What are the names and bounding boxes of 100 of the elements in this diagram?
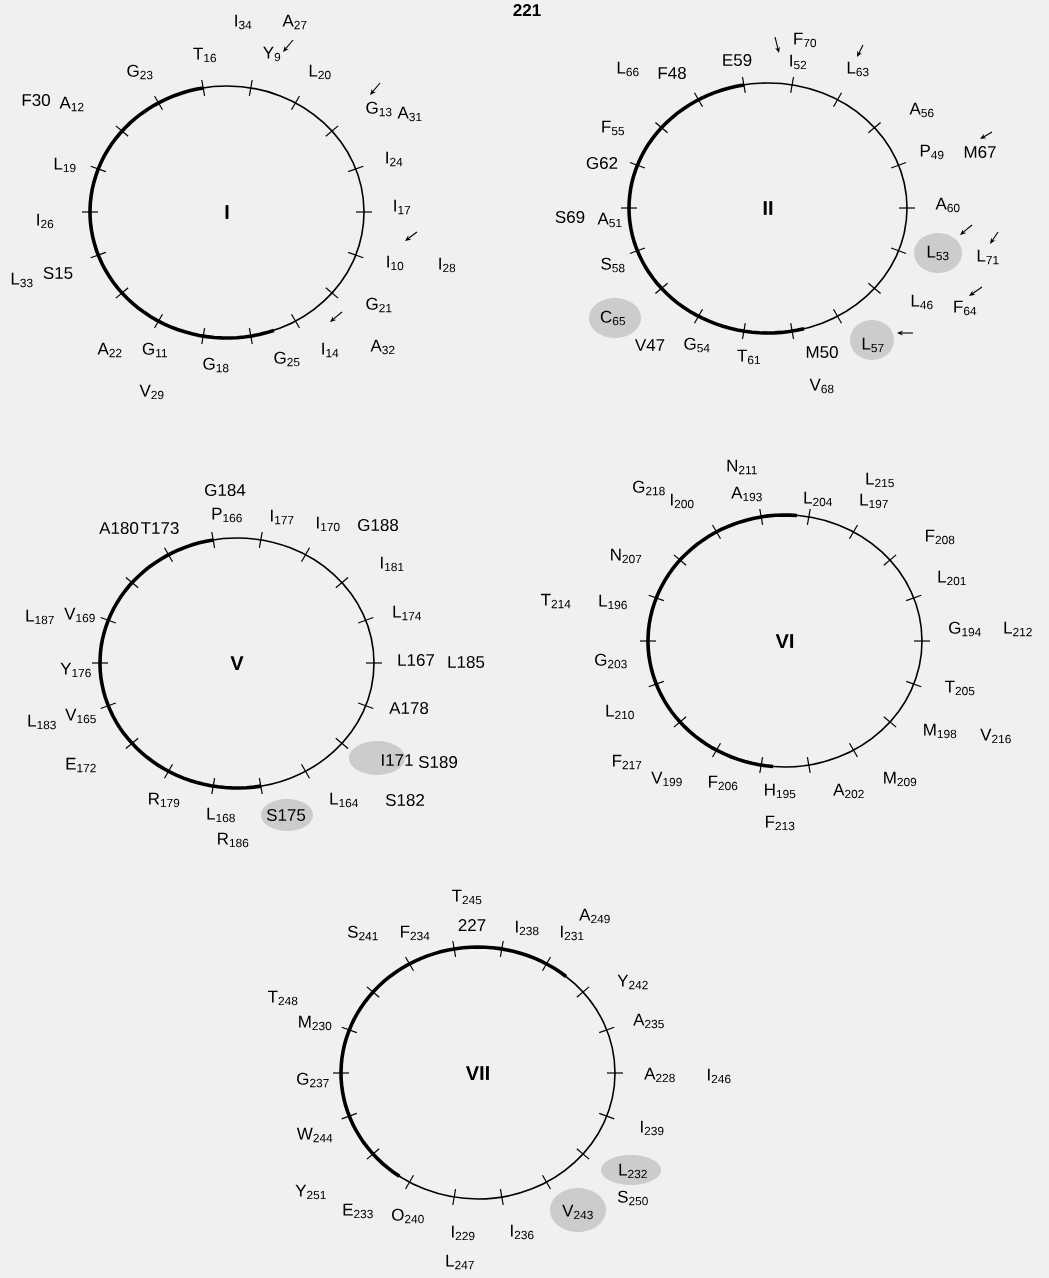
residue-label: L$_{247}$: [446, 1254, 474, 1270]
residue-label: F$_{70}$: [794, 32, 817, 48]
residue-label: A$_{32}$: [370, 339, 395, 355]
residue-label: G62: [586, 157, 618, 170]
residue-label: P$_{166}$: [212, 507, 242, 523]
helical-wheel: VI: [647, 514, 923, 768]
residue-label: S175: [266, 809, 306, 822]
residue-label: L$_{204}$: [804, 491, 833, 507]
residue-label: L$_{168}$: [207, 807, 235, 823]
residue-label: A$_{51}$: [597, 212, 622, 228]
residue-label: I$_{239}$: [641, 1120, 664, 1136]
residue-label: I$_{14}$: [322, 342, 339, 358]
residue-label: F$_{208}$: [926, 529, 955, 545]
residue-label: G$_{21}$: [366, 297, 392, 313]
residue-label: H$_{195}$: [765, 783, 796, 799]
residue-label: L$_{197}$: [860, 493, 888, 509]
residue-label: Y$_{242}$: [617, 974, 648, 990]
residue-label: R$_{186}$: [218, 832, 249, 848]
helical-wheel: VII: [340, 946, 616, 1200]
residue-label: I$_{181}$: [381, 556, 404, 572]
residue-label: 227: [458, 919, 486, 931]
residue-label: V47: [634, 339, 665, 351]
residue-label: A$_{56}$: [909, 102, 934, 118]
residue-label: M67: [964, 146, 996, 159]
residue-label: L$_{174}$: [393, 605, 422, 621]
residue-label: G$_{54}$: [684, 337, 710, 353]
residue-label: V$_{216}$: [980, 728, 1011, 744]
residue-label: T173: [141, 522, 179, 535]
residue-label: T$_{61}$: [737, 349, 760, 365]
residue-label: T$_{205}$: [945, 680, 975, 696]
residue-label: A$_{193}$: [731, 486, 762, 502]
residue-label: A$_{12}$: [59, 96, 84, 112]
residue-label: L$_{66}$: [617, 61, 639, 77]
residue-label: G184: [205, 484, 246, 497]
residue-label: F$_{55}$: [602, 120, 625, 136]
residue-label: F30: [22, 94, 50, 107]
residue-label: I$_{10}$: [387, 255, 404, 271]
residue-label: I$_{26}$: [37, 213, 54, 229]
residue-label: A178: [389, 702, 429, 715]
residue-label: I$_{170}$: [317, 516, 340, 532]
residue-label: F48: [658, 67, 686, 80]
page-number: 221: [513, 4, 541, 16]
residue-label: G$_{218}$: [633, 480, 665, 496]
residue-label: I$_{231}$: [561, 925, 584, 941]
residue-label: I$_{17}$: [394, 199, 411, 215]
residue-label: M$_{198}$: [924, 723, 957, 739]
residue-label: I$_{24}$: [386, 151, 403, 167]
residue-label: L$_{201}$: [938, 570, 966, 586]
residue-label: T$_{248}$: [268, 990, 298, 1006]
residue-label: L$_{46}$: [911, 294, 933, 310]
residue-label: G$_{25}$: [274, 351, 300, 367]
residue-label: G$_{13}$: [366, 101, 392, 117]
residue-label: F$_{217}$: [613, 754, 642, 770]
residue-label: V$_{29}$: [139, 384, 164, 400]
residue-label: M$_{209}$: [884, 771, 917, 787]
residue-label: N$_{211}$: [727, 459, 757, 475]
residue-label: E$_{233}$: [343, 1203, 373, 1219]
residue-label: L$_{33}$: [11, 272, 33, 288]
residue-label: A$_{228}$: [644, 1067, 675, 1083]
residue-label: S69: [555, 211, 585, 224]
residue-label: F$_{64}$: [954, 300, 977, 316]
residue-label: O$_{240}$: [392, 1208, 424, 1224]
residue-label: L$_{196}$: [599, 594, 627, 610]
residue-label: L$_{57}$: [862, 337, 884, 353]
residue-label: I171: [382, 754, 413, 766]
residue-label: T$_{16}$: [193, 47, 217, 63]
residue-label: F$_{213}$: [766, 815, 795, 831]
residue-label: L167: [398, 654, 435, 667]
residue-label: A$_{22}$: [97, 342, 122, 358]
residue-label: A$_{31}$: [397, 106, 422, 122]
residue-label: L$_{232}$: [619, 1163, 647, 1179]
residue-label: A180: [99, 522, 139, 535]
residue-label: V$_{68}$: [809, 378, 834, 394]
residue-label: L$_{210}$: [606, 704, 634, 720]
residue-label: S182: [385, 794, 424, 807]
residue-label: E59: [723, 54, 752, 67]
residue-label: G$_{237}$: [297, 1072, 329, 1088]
residue-label: L$_{212}$: [1004, 621, 1032, 637]
residue-label: G$_{18}$: [203, 357, 229, 373]
residue-label: C$_{65}$: [600, 310, 625, 326]
residue-label: V$_{169}$: [64, 607, 95, 623]
residue-label: L$_{63}$: [847, 61, 869, 77]
residue-label: V$_{243}$: [562, 1204, 593, 1220]
residue-label: S15: [43, 267, 73, 280]
residue-label: N$_{207}$: [611, 548, 642, 564]
residue-label: G$_{23}$: [127, 64, 153, 80]
residue-label: L$_{187}$: [26, 609, 54, 625]
residue-label: R$_{179}$: [149, 792, 180, 808]
residue-label: I$_{236}$: [511, 1224, 534, 1240]
helical-wheel: II: [628, 82, 908, 334]
residue-label: A$_{235}$: [633, 1013, 664, 1029]
residue-label: L$_{20}$: [309, 64, 331, 80]
residue-label: V$_{199}$: [651, 771, 682, 787]
residue-label: G188: [358, 519, 399, 532]
residue-label: A$_{27}$: [282, 14, 307, 30]
residue-label: M$_{230}$: [299, 1015, 332, 1031]
residue-label: L$_{183}$: [28, 714, 56, 730]
residue-label: G$_{203}$: [595, 653, 627, 669]
residue-label: M50: [806, 346, 838, 359]
residue-label: I$_{200}$: [671, 493, 694, 509]
